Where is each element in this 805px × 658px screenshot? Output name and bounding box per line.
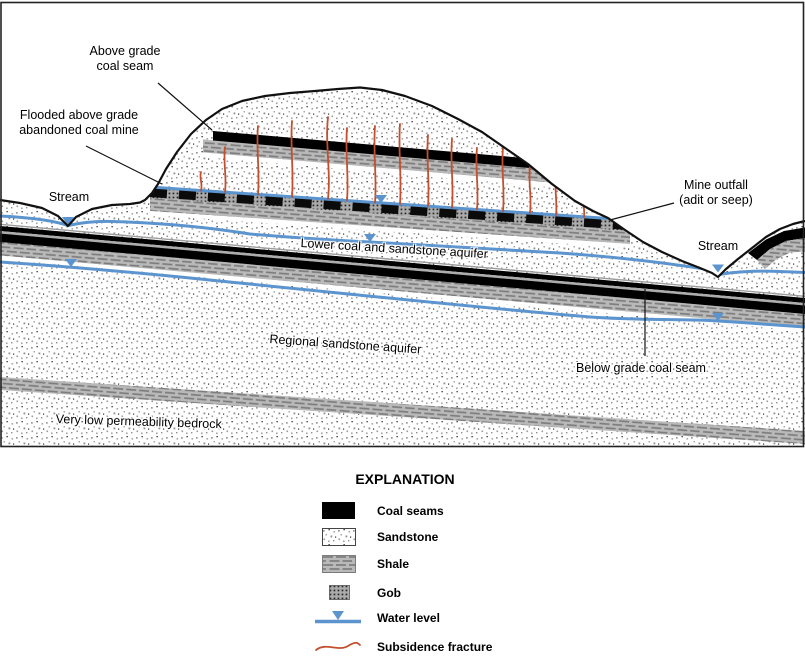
light-strip-2 xyxy=(150,211,630,248)
legend-swatch-sandstone xyxy=(322,528,356,546)
legend-label-sandstone: Sandstone xyxy=(377,530,439,544)
legend-label-coal-seams: Coal seams xyxy=(377,504,444,518)
shale-under-mine xyxy=(150,198,630,244)
water-triangle-right-stream xyxy=(712,264,724,273)
leader-above-grade xyxy=(157,82,213,131)
gray-line-above-coal xyxy=(0,223,805,297)
leader-flooded-mine xyxy=(85,145,163,185)
leader-lines xyxy=(85,82,675,356)
legend-swatch-water-level xyxy=(315,611,361,624)
water-level-triangles xyxy=(62,195,724,321)
legend-label-shale: Shale xyxy=(377,557,410,571)
label-stream-left: Stream xyxy=(48,190,90,204)
upper-water-line xyxy=(0,214,805,277)
cross-section-drawing xyxy=(0,1,805,448)
water-triangle-left-stream xyxy=(62,217,74,226)
lower-coal-parting xyxy=(0,231,805,306)
legend-swatch-gob xyxy=(329,585,350,600)
right-shale-outcrop xyxy=(757,238,805,269)
label-flooded-mine: Flooded above grade abandoned coal mine xyxy=(19,108,139,138)
water-triangle-regional-left xyxy=(65,259,77,267)
water-triangle-regional-right xyxy=(712,313,724,321)
water-triangle-mine xyxy=(375,195,387,203)
leader-mine-outfall xyxy=(609,202,675,221)
legend-swatch-shale xyxy=(322,555,356,573)
lower-coal-seam-lower xyxy=(0,233,805,314)
label-mine-outfall: Mine outfall (adit or seep) xyxy=(679,178,753,208)
shale-under-lower-coal xyxy=(0,242,805,328)
regional-water-line xyxy=(0,260,805,329)
label-below-grade-coal-seam: Below grade coal seam xyxy=(576,361,706,375)
above-grade-coal-seam xyxy=(213,131,605,175)
section-frame xyxy=(0,1,805,448)
light-strip-3 xyxy=(203,152,618,193)
subsidence-fractures xyxy=(199,116,586,218)
mine-coal-pillars xyxy=(149,188,631,230)
lower-coal-seam-upper xyxy=(0,226,805,303)
right-seam-outcrop xyxy=(748,227,805,260)
legend-label-water-level: Water level xyxy=(377,611,440,625)
legend-title: EXPLANATION xyxy=(355,471,455,487)
legend-label-subsidence-fracture: Subsidence fracture xyxy=(377,640,493,654)
label-above-grade-coal-seam: Above grade coal seam xyxy=(89,44,161,74)
legend-swatch-coal-seams xyxy=(322,502,355,519)
land-surface-line xyxy=(0,86,805,279)
legend-swatch-subsidence-fracture xyxy=(315,641,361,651)
legend-label-gob: Gob xyxy=(377,586,401,600)
light-strip-1 xyxy=(0,255,805,331)
label-stream-right: Stream xyxy=(697,239,739,253)
bedrock-shale-band xyxy=(0,377,805,444)
shale-under-upper-coal xyxy=(203,139,618,189)
water-triangle-upper-mid xyxy=(364,234,376,242)
